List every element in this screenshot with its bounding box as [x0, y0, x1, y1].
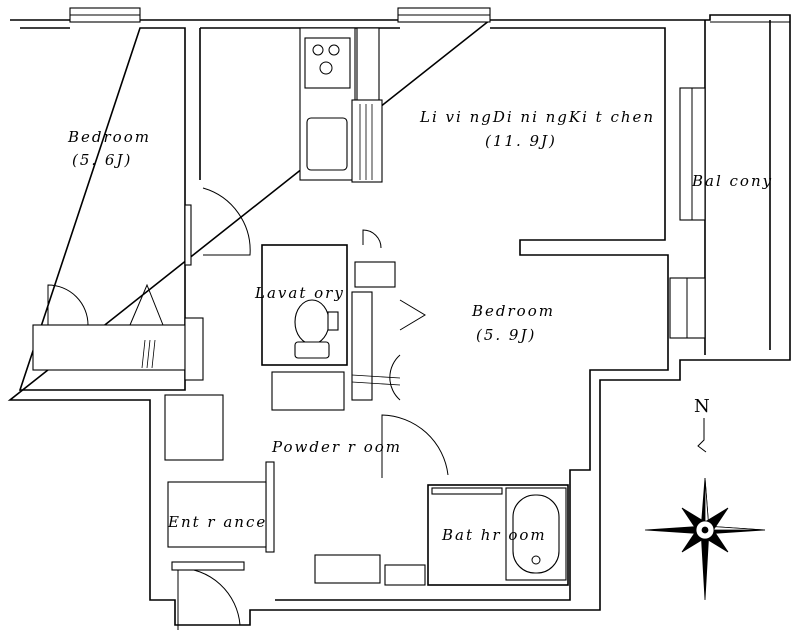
bedroom-west-closet [32, 204, 192, 371]
paper-holder [327, 311, 339, 331]
kitchen-sink [306, 117, 348, 171]
powder-room-name: Powder r oom [271, 438, 402, 456]
entrance-area [167, 481, 267, 630]
storage-closet [164, 394, 224, 461]
stove-burner-icon [312, 44, 324, 56]
entrance-step [314, 554, 381, 584]
entrance-hall [167, 481, 267, 548]
ldk-name: Li vi ngDi ni ngKi t chen [419, 108, 655, 126]
entrance-name: Ent r ance [167, 513, 267, 531]
bedroom-west-door-jamb [184, 204, 192, 266]
closet-hatch [146, 339, 151, 369]
bathroom-shelf [431, 487, 503, 495]
hall-doors [164, 187, 251, 461]
lavatory-name: Lavat ory [254, 284, 345, 302]
west-bedroom-walls [18, 27, 186, 391]
tall-cabinet [356, 27, 380, 107]
folding-door-east [399, 299, 426, 331]
wardrobe-hatch [351, 374, 401, 379]
closet-shelf [32, 324, 186, 371]
closet-door-swing [47, 284, 89, 326]
lavatory-door-swing [362, 229, 382, 249]
stove-burner-icon [319, 61, 333, 75]
north-arrow-line [697, 418, 707, 453]
bedroom-east-door-swing [389, 354, 401, 401]
room-labels: Bedroom (5. 6J) Li vi ngDi ni ngKi t che… [67, 108, 773, 544]
entry-door-swing [177, 567, 241, 630]
bedroom-west-size: (5. 6J) [72, 151, 132, 169]
bathroom-walls [427, 484, 569, 586]
wash-basin-counter [271, 371, 345, 411]
bathroom-name: Bat hr oom [441, 526, 547, 544]
closet-hatch [151, 339, 156, 369]
powder-room-door-swing [381, 414, 449, 478]
stove-top [304, 37, 351, 89]
windows [69, 7, 706, 339]
lavatory-area [261, 229, 426, 411]
north-label: N [694, 396, 710, 417]
counter-extension [351, 99, 383, 183]
bathtub-drain-icon [531, 555, 541, 565]
closet-folding-door [129, 283, 164, 326]
ldk-door-swing [202, 187, 251, 256]
bathtub [512, 494, 560, 574]
stove-burner-icon [328, 44, 340, 56]
kitchen-counter [299, 27, 383, 183]
powder-bath-area [265, 414, 569, 586]
lavatory-walls [261, 244, 348, 366]
entry-door-frame [171, 561, 245, 571]
washing-machine [354, 261, 396, 288]
toilet-tank [294, 341, 330, 359]
balcony-name: Bal cony [691, 172, 773, 190]
bedroom-east-name: Bedroom [471, 302, 555, 320]
hall-shoe-cabinet [184, 317, 204, 381]
toilet-bowl [294, 299, 330, 345]
ldk-size: (11. 9J) [485, 132, 557, 150]
balcony-top-rail [710, 14, 791, 23]
closet-hatch [141, 339, 146, 369]
bedroom-west-name: Bedroom [67, 128, 151, 146]
powder-room-sliding-door [265, 461, 275, 553]
compass-pin-icon [701, 526, 709, 534]
bedroom-east-size: (5. 9J) [476, 326, 536, 344]
wardrobe-east [351, 291, 373, 401]
utility-box [384, 564, 426, 586]
compass-rose: N [644, 396, 766, 601]
wardrobe-hatch [351, 381, 401, 386]
